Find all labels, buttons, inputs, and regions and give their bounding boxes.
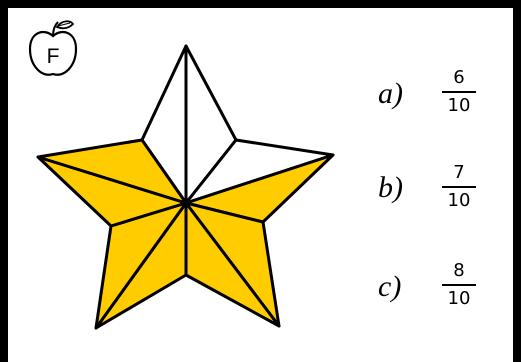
fraction-denominator: 10 [447, 190, 471, 211]
fraction-bar [442, 284, 476, 286]
logo-letter: F [47, 45, 60, 68]
fraction-numerator: 8 [453, 260, 465, 281]
apple-icon: F [28, 20, 78, 76]
fraction-numerator: 6 [453, 67, 465, 88]
fraction: 7 10 [440, 162, 478, 212]
fraction-numerator: 7 [453, 162, 465, 183]
fraction: 8 10 [440, 260, 478, 310]
star-section-left-upper [36, 138, 188, 205]
fraction-bar [442, 186, 476, 188]
fraction-denominator: 10 [447, 288, 471, 309]
fraction-denominator: 10 [447, 95, 471, 116]
fraction-bar [442, 91, 476, 93]
option-letter: b) [378, 171, 403, 204]
fraction: 6 10 [440, 67, 478, 117]
option-letter: a) [378, 77, 403, 110]
option-letter: c) [378, 270, 402, 303]
star-center-point [182, 199, 190, 207]
